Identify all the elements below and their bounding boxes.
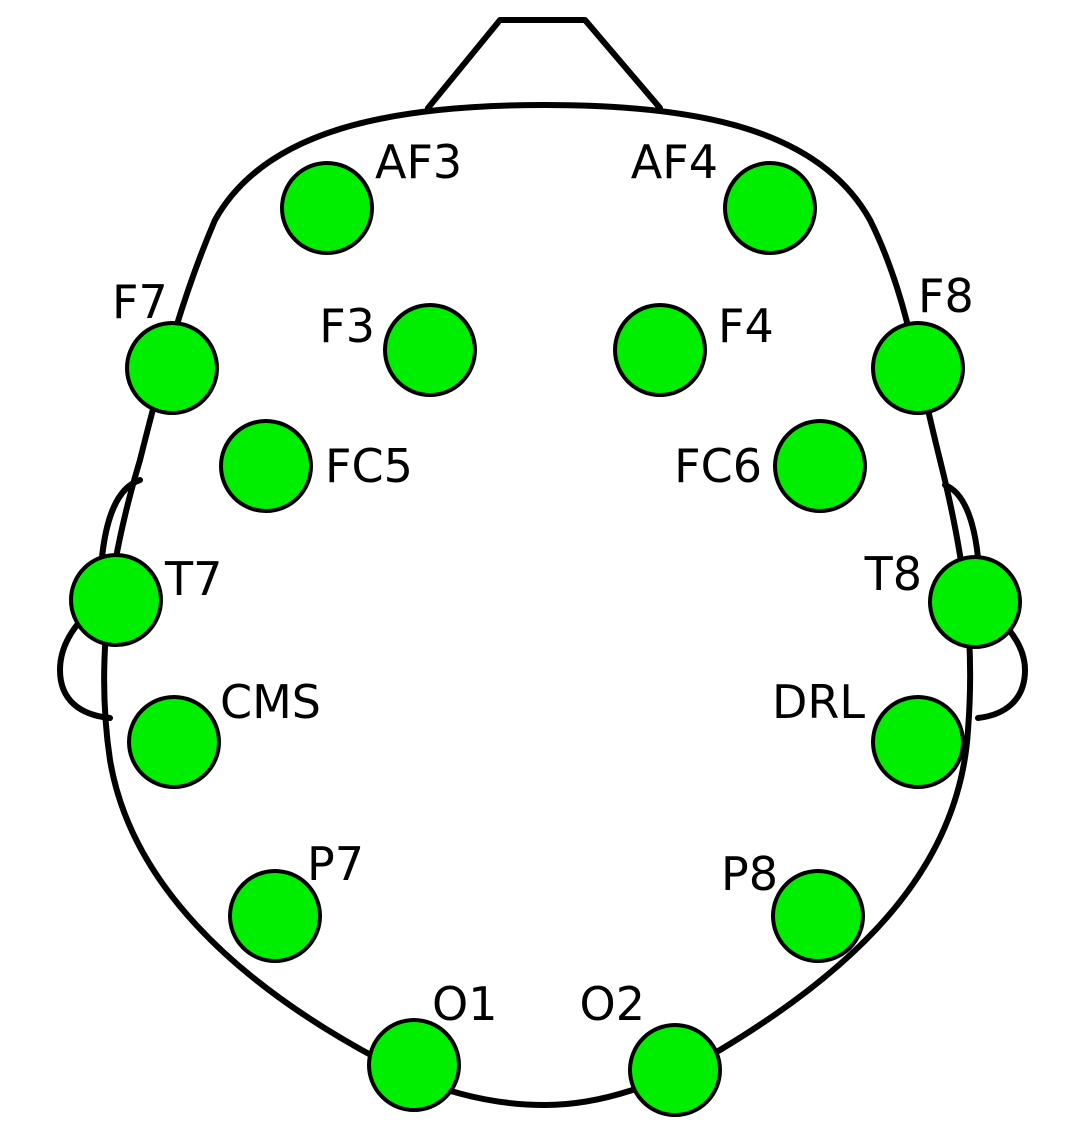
electrode-label-f7: F7 (112, 275, 168, 329)
electrode-marker-t8 (928, 555, 1022, 649)
electrode-af4: AF4 (631, 135, 817, 255)
electrode-fc5: FC5 (219, 419, 413, 513)
electrode-label-p8: P8 (721, 847, 778, 901)
electrode-f7: F7 (112, 275, 219, 415)
electrode-marker-p8 (771, 869, 865, 963)
electrode-label-t8: T8 (864, 547, 922, 601)
electrode-marker-f4 (613, 303, 707, 397)
electrode-label-f3: F3 (319, 299, 375, 353)
electrode-drl: DRL (772, 675, 965, 789)
electrode-label-f4: F4 (718, 299, 774, 353)
electrode-label-af3: AF3 (375, 135, 462, 189)
electrode-marker-t7 (69, 553, 163, 647)
electrode-t8: T8 (864, 547, 1022, 649)
electrode-fc6: FC6 (674, 419, 867, 513)
electrode-marker-af3 (280, 161, 374, 255)
electrode-f8: F8 (871, 269, 974, 415)
electrode-label-f8: F8 (918, 269, 974, 323)
electrode-marker-af4 (723, 161, 817, 255)
electrode-cms: CMS (127, 675, 321, 789)
electrode-p7: P7 (228, 837, 364, 963)
electrode-marker-cms (127, 695, 221, 789)
electrode-marker-fc6 (773, 419, 867, 513)
electrode-marker-o2 (628, 1023, 722, 1117)
electrode-marker-f8 (871, 321, 965, 415)
nose-outline (425, 17, 663, 111)
electrode-label-drl: DRL (772, 675, 865, 729)
electrode-label-o2: O2 (580, 977, 645, 1031)
electrode-label-fc5: FC5 (325, 439, 413, 493)
electrode-t7: T7 (69, 552, 222, 647)
electrode-marker-f3 (383, 303, 477, 397)
electrode-marker-fc5 (219, 419, 313, 513)
electrode-label-t7: T7 (164, 552, 222, 606)
electrode-f3: F3 (319, 299, 477, 397)
electrode-o2: O2 (580, 977, 722, 1117)
electrode-label-cms: CMS (220, 675, 321, 729)
electrode-af3: AF3 (280, 135, 462, 255)
electrode-label-fc6: FC6 (674, 439, 762, 493)
electrode-p8: P8 (721, 847, 865, 963)
electrode-label-p7: P7 (307, 837, 364, 891)
electrode-marker-p7 (228, 869, 322, 963)
electrode-label-o1: O1 (432, 977, 497, 1031)
electrode-marker-drl (871, 695, 965, 789)
electrode-marker-f7 (125, 321, 219, 415)
electrode-o1: O1 (367, 977, 497, 1112)
electrode-marker-o1 (367, 1018, 461, 1112)
electrode-f4: F4 (613, 299, 774, 397)
electrode-label-af4: AF4 (631, 135, 718, 189)
